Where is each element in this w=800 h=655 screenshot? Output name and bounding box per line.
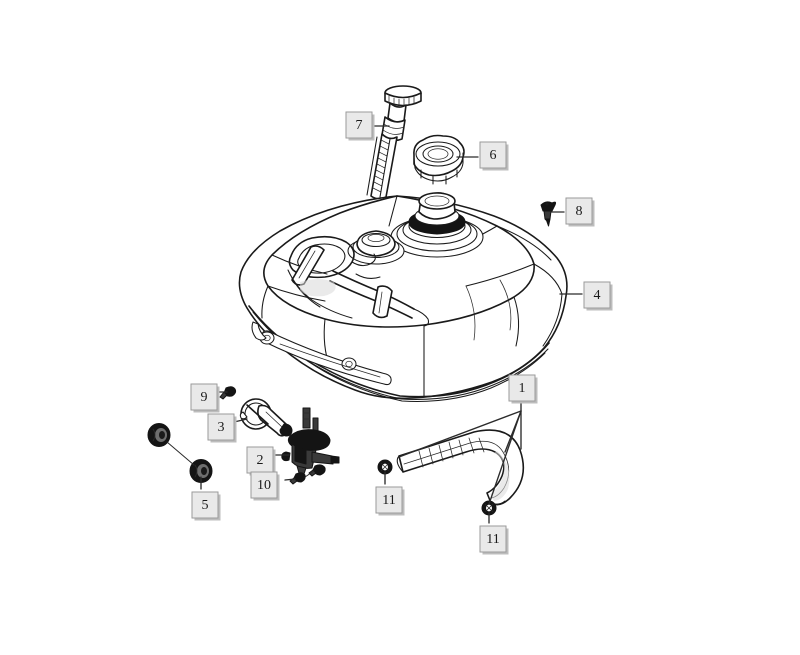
- callout-5-box[interactable]: [191, 491, 219, 519]
- part-fuel-level-gauge-dipstick: [366, 85, 422, 200]
- callout-8-label: 8: [576, 204, 583, 219]
- callout-9-label: 9: [201, 390, 208, 405]
- part-fuel-hose: [396, 429, 525, 506]
- callout-boxes: 7 6 8 4 1 93 2 10 5 11 11: [190, 111, 613, 555]
- callout-3[interactable]: 3: [207, 413, 237, 443]
- callout-6[interactable]: 6: [479, 141, 509, 171]
- leader-1b: [398, 410, 522, 458]
- callout-7-label: 7: [356, 118, 363, 133]
- callout-11b-box[interactable]: [479, 525, 507, 553]
- callout-11a-box[interactable]: [375, 486, 403, 514]
- callout-5-label: 5: [202, 498, 209, 513]
- grommet-connector-line: [166, 441, 195, 466]
- leader-1d: [504, 410, 522, 453]
- callout-11a-label: 11: [382, 493, 395, 508]
- part-rubber-grommet-lower: [189, 459, 213, 483]
- part-fuel-valve-lever: [239, 398, 293, 437]
- callout-1-box[interactable]: [508, 374, 536, 402]
- part-screw: [219, 386, 237, 400]
- tank-vent-port: [347, 230, 405, 265]
- callout-11b-label: 11: [486, 532, 499, 547]
- callout-5[interactable]: 5: [191, 491, 221, 521]
- callout-11b[interactable]: 11: [479, 525, 509, 555]
- callout-1[interactable]: 1: [508, 374, 538, 404]
- part-fuel-tank-body: [238, 192, 568, 402]
- tank-filler-neck: [390, 192, 484, 258]
- callout-10-label: 10: [257, 478, 271, 493]
- callout-10[interactable]: 10: [250, 471, 280, 501]
- callout-7-box[interactable]: [345, 111, 373, 139]
- tank-recessed-handle: [287, 235, 430, 327]
- callout-11a[interactable]: 11: [375, 486, 405, 516]
- callout-4[interactable]: 4: [583, 281, 613, 311]
- callout-4-box[interactable]: [583, 281, 611, 309]
- part-fuel-valve-petcock: [281, 407, 340, 475]
- leader-10: [284, 478, 296, 481]
- callout-2[interactable]: 2: [246, 446, 276, 476]
- part-rubber-grommet-upper: [147, 423, 171, 447]
- callout-9-box[interactable]: [190, 383, 218, 411]
- callout-8-box[interactable]: [565, 197, 593, 225]
- callout-7[interactable]: 7: [345, 111, 375, 141]
- callout-10-box[interactable]: [250, 471, 278, 499]
- callout-2-label: 2: [257, 453, 264, 468]
- callout-8[interactable]: 8: [565, 197, 595, 227]
- part-fuel-tank-cap: [413, 134, 465, 185]
- callout-6-box[interactable]: [479, 141, 507, 169]
- callout-3-label: 3: [218, 420, 225, 435]
- callout-4-label: 4: [594, 288, 601, 303]
- callout-1-label: 1: [519, 381, 526, 396]
- part-push-rivet-clip: [540, 201, 557, 227]
- callout-9[interactable]: 9: [190, 383, 220, 413]
- callout-6-label: 6: [490, 148, 497, 163]
- callout-3-box[interactable]: [207, 413, 235, 441]
